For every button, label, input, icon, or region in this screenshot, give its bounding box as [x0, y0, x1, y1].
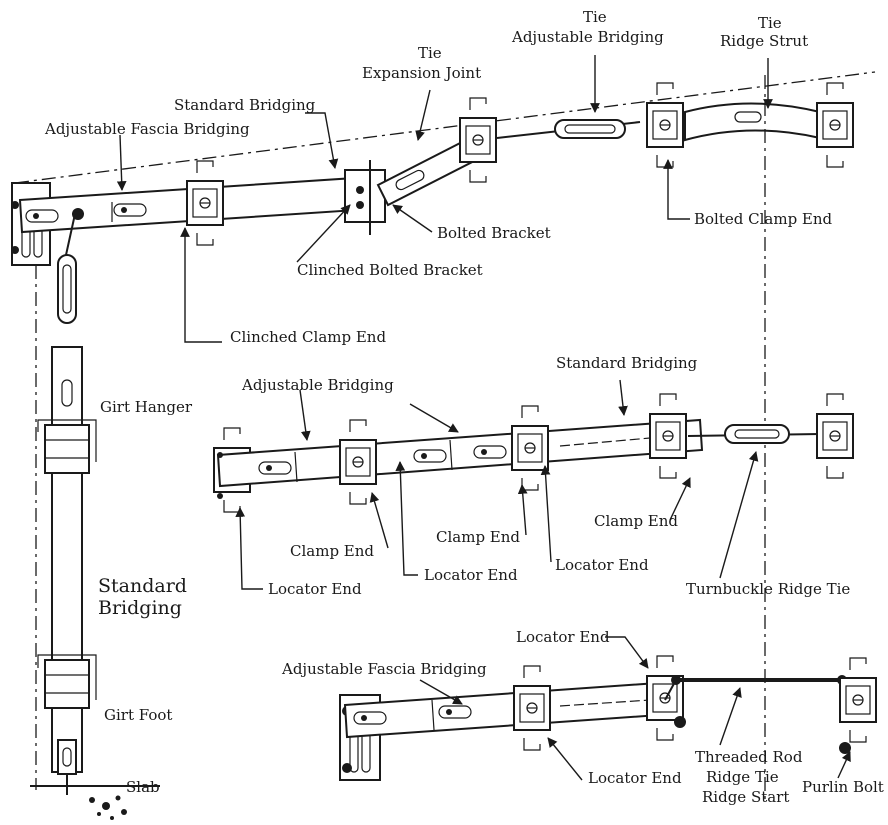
label-clinched-bolted-bracket: Clinched Bolted Bracket: [297, 261, 483, 279]
label-standard-bridging-vertical-2: Bridging: [98, 597, 182, 619]
label-threaded-rod-1: Threaded Rod: [695, 748, 803, 766]
slab-aggregate: [89, 795, 127, 820]
leader-arrows: [116, 55, 851, 781]
middle-assembly: [213, 393, 854, 513]
clinched-bracket: [344, 169, 386, 223]
label-adjustable-bridging-mid: Adjustable Bridging: [241, 376, 394, 394]
label-locator-end-1: Locator End: [268, 580, 362, 598]
label-girt-hanger: Girt Hanger: [100, 398, 193, 416]
bottom-bar: [343, 680, 676, 739]
label-adjustable-fascia-bridging-bottom: Adjustable Fascia Bridging: [281, 660, 487, 678]
top-assembly: [11, 71, 876, 266]
label-clamp-end-3: Clamp End: [594, 512, 678, 530]
label-clamp-end-1: Clamp End: [290, 542, 374, 560]
girt-foot-clamp: [44, 659, 90, 709]
label-tie-expansion-joint-2: Expansion Joint: [362, 64, 481, 82]
roof-line: [14, 71, 876, 184]
label-clinched-clamp-end: Clinched Clamp End: [230, 328, 386, 346]
label-bolted-clamp-end: Bolted Clamp End: [694, 210, 833, 228]
label-tie-ridge-strut-2: Ridge Strut: [720, 32, 808, 50]
label-adjustable-fascia-bridging-top: Adjustable Fascia Bridging: [44, 120, 250, 138]
label-slab: Slab: [126, 778, 160, 796]
label-tie-expansion-joint-1: Tie: [418, 44, 442, 62]
label-tie-adjustable-bridging-1: Tie: [583, 8, 607, 26]
label-standard-bridging-top: Standard Bridging: [174, 96, 316, 114]
labels: Tie Ridge Strut Tie Adjustable Bridging …: [44, 8, 884, 806]
label-girt-foot: Girt Foot: [104, 706, 172, 724]
label-threaded-rod-3: Ridge Start: [702, 788, 789, 806]
middle-bar: [216, 418, 704, 488]
label-locator-end-2: Locator End: [424, 566, 518, 584]
label-threaded-rod-2: Ridge Tie: [706, 768, 779, 786]
label-turnbuckle-ridge-tie: Turnbuckle Ridge Tie: [686, 580, 850, 598]
label-clamp-end-2: Clamp End: [436, 528, 520, 546]
label-standard-bridging-vertical-1: Standard: [98, 575, 187, 597]
label-bolted-bracket: Bolted Bracket: [437, 224, 551, 242]
label-locator-end-bottom: Locator End: [588, 769, 682, 787]
label-standard-bridging-mid: Standard Bridging: [556, 354, 698, 372]
girt-hanger-clamp: [44, 424, 90, 474]
girt-column: [30, 213, 160, 820]
label-locator-end-3: Locator End: [555, 556, 649, 574]
label-tie-ridge-strut-1: Tie: [758, 14, 782, 32]
label-locator-end-bottom-top: Locator End: [516, 628, 610, 646]
bottom-assembly: [339, 655, 877, 781]
label-purlin-bolt: Purlin Bolt: [802, 778, 884, 796]
label-tie-adjustable-bridging-2: Adjustable Bridging: [511, 28, 664, 46]
